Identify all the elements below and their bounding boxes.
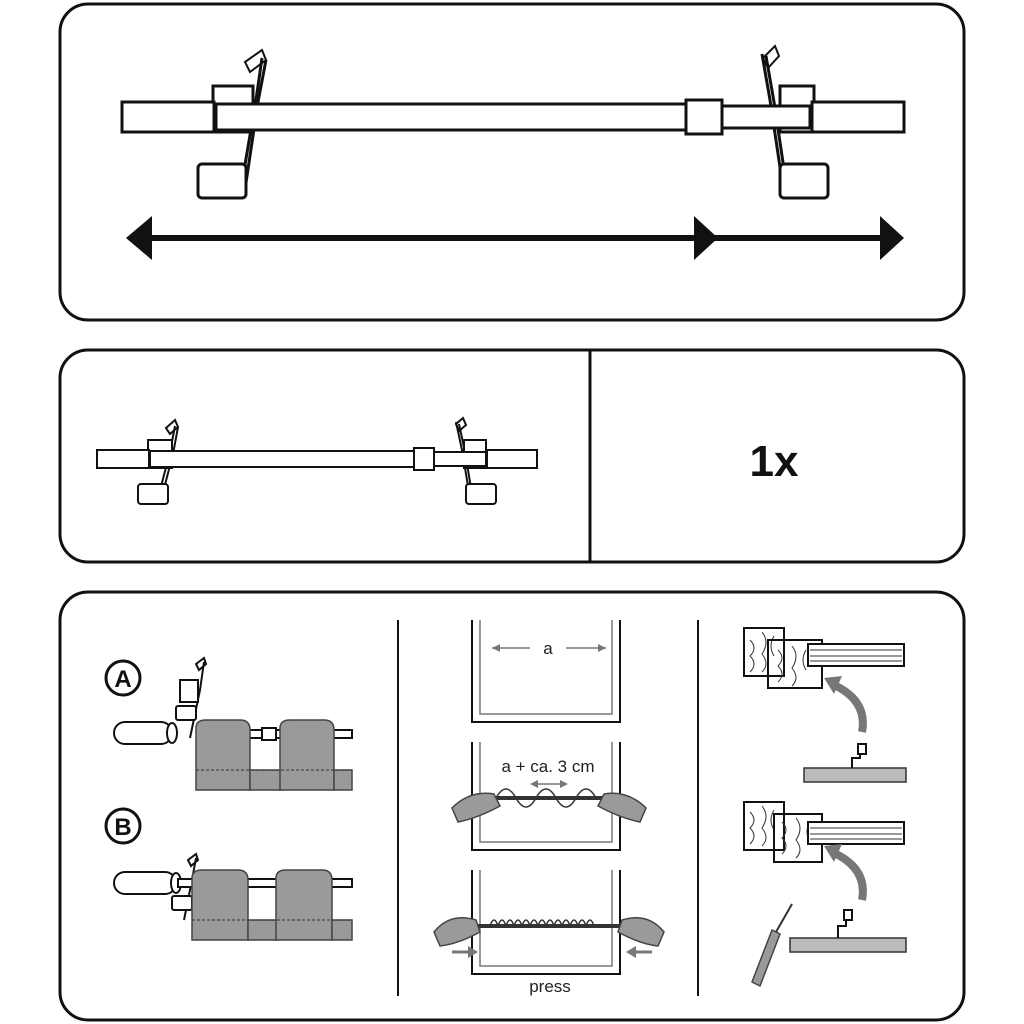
frame-clip-top [743, 627, 907, 783]
quantity-label: 1x [750, 437, 799, 486]
screwdriver [751, 903, 793, 988]
rod-end-cap-right [810, 100, 906, 134]
length-arrow [126, 216, 904, 260]
rod-small-illustration [96, 416, 538, 505]
rod-length-label: a + ca. 3 cm [501, 757, 594, 776]
press-arrow-left [468, 946, 478, 958]
panel-rod-overview [58, 2, 966, 322]
end-cap-tube [113, 871, 177, 895]
curtain-fabric-a [195, 719, 353, 791]
step-a-badge [104, 659, 142, 697]
press-arrow-right [626, 946, 636, 958]
window-rod-length: a + ca. 3 cm [451, 742, 647, 851]
panel-frame [58, 2, 966, 322]
step-a-label: A [114, 666, 131, 693]
window-measure: a [471, 620, 621, 723]
frame-clip-bottom [743, 801, 907, 988]
panel-installation: A B [58, 590, 966, 1022]
hand-left [433, 917, 481, 947]
frame-wood-block [743, 801, 785, 851]
rotate-arrow [830, 680, 867, 733]
panel-frame [58, 590, 966, 1022]
press-label: press [529, 977, 571, 996]
rod-illustration [120, 44, 906, 200]
rod-inner-tube [720, 104, 812, 130]
width-label: a [543, 639, 553, 658]
panel-frame [58, 348, 966, 564]
rod-piece [177, 878, 353, 888]
curtain-fabric-b [191, 869, 353, 941]
step-b-badge [104, 807, 142, 845]
end-cap-tube [113, 721, 173, 745]
hand-left [451, 792, 501, 823]
rod-joint-sleeve [684, 98, 724, 136]
panel-package-contents: 1x [58, 348, 966, 564]
window-press: press [433, 870, 665, 996]
hand-right [617, 917, 665, 947]
rod-end-cap-left [120, 100, 216, 134]
step-b-label: B [114, 814, 131, 841]
frame-wood-block [743, 627, 785, 677]
rotate-arrow [830, 848, 867, 901]
hand-right [597, 792, 647, 823]
step-a: A [104, 656, 353, 791]
rod-outer-tube [214, 102, 690, 132]
step-b: B [104, 807, 353, 941]
